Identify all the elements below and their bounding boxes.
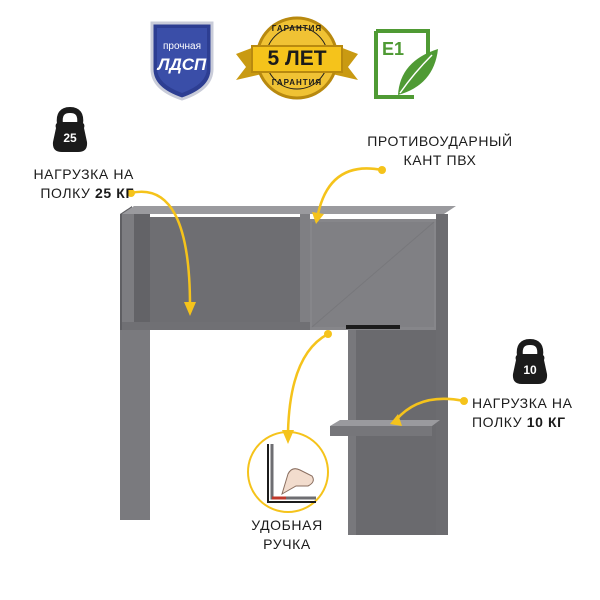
edge-callout: ПРОТИВОУДАРНЫЙ КАНТ ПВХ <box>340 132 540 170</box>
left-load-line1: НАГРУЗКА НА <box>33 166 134 182</box>
warranty-main: 5 ЛЕТ <box>267 47 327 70</box>
warranty-arc-bottom: ГАРАНТИЯ <box>271 78 323 87</box>
handle-detail-image <box>246 430 330 514</box>
chipboard-badge: прочная ЛДСП <box>148 19 216 101</box>
right-load-line1: НАГРУЗКА НА <box>472 395 573 411</box>
eco-class-label: E1 <box>382 39 405 59</box>
edge-line1: ПРОТИВОУДАРНЫЙ <box>367 133 513 149</box>
warranty-arc-top: ГАРАНТИЯ <box>271 24 323 33</box>
handle-line1: УДОБНАЯ <box>251 517 323 533</box>
left-load-value: 25 КГ <box>95 185 134 201</box>
weight-left-icon: 25 <box>50 106 90 154</box>
handle-line2: РУЧКА <box>263 536 311 552</box>
handle-callout: УДОБНАЯ РУЧКА <box>232 516 342 554</box>
weight-right-value: 10 <box>523 363 537 377</box>
left-load-line2: ПОЛКУ 25 КГ <box>14 184 134 203</box>
weight-right-icon: 10 <box>510 338 550 386</box>
eco-badge: E1 <box>368 19 444 101</box>
warranty-badge: ГАРАНТИЯ 5 ЛЕТ ГАРАНТИЯ <box>234 14 360 102</box>
left-load-callout: НАГРУЗКА НА ПОЛКУ 25 КГ <box>14 165 134 203</box>
right-load-prefix: ПОЛКУ <box>472 414 527 430</box>
weight-left-value: 25 <box>63 131 77 145</box>
chipboard-badge-line1: прочная <box>162 41 202 52</box>
edge-line2: КАНТ ПВХ <box>403 152 477 168</box>
left-load-prefix: ПОЛКУ <box>40 185 96 201</box>
right-load-line2: ПОЛКУ 10 КГ <box>472 413 596 432</box>
right-load-callout: НАГРУЗКА НА ПОЛКУ 10 КГ <box>472 394 596 432</box>
chipboard-badge-line2: ЛДСП <box>157 55 207 74</box>
right-load-value: 10 КГ <box>526 414 566 430</box>
